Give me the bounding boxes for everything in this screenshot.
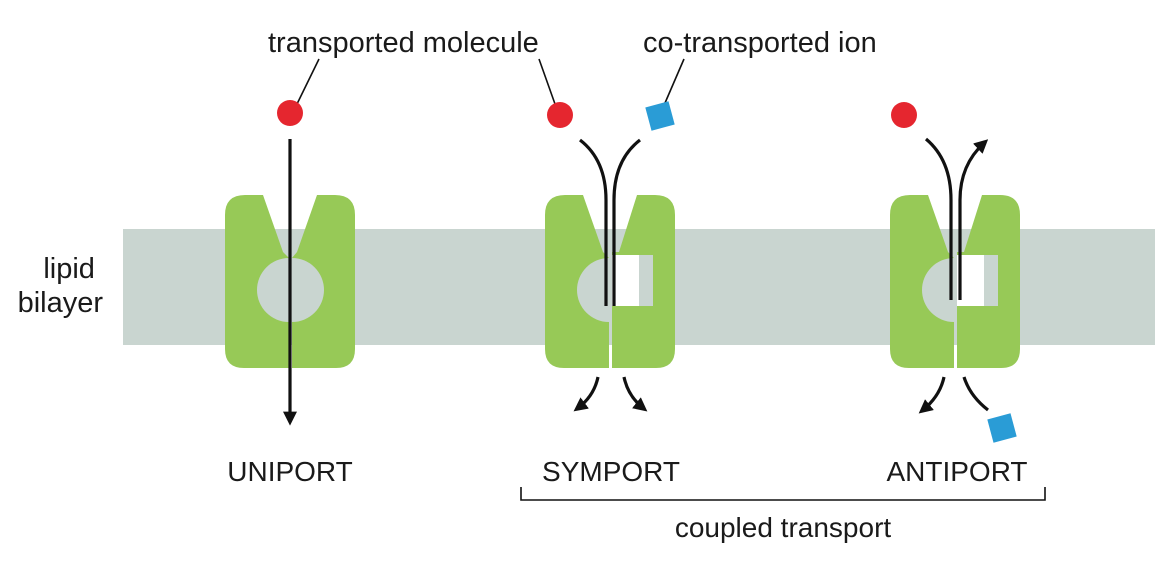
- antiport-co-transported-ion: [987, 413, 1017, 443]
- antiport-ion-exit-path: [958, 139, 989, 300]
- molecule-leader-line-symport: [538, 58, 556, 105]
- symport-ion-binding-pocket: [612, 255, 639, 306]
- antiport-carrier-right-half: [957, 195, 1020, 368]
- symport-carrier-protein: [545, 195, 675, 368]
- transported-molecule-label: transported molecule: [268, 27, 539, 59]
- uniport-label: UNIPORT: [227, 456, 353, 487]
- uniport-carrier-left-half: [225, 195, 289, 368]
- symport-transported-molecule: [547, 102, 573, 128]
- symport-ion-path: [612, 138, 641, 306]
- antiport-carrier-left-half: [890, 195, 954, 368]
- ion-leader-line: [664, 58, 685, 104]
- antiport-transported-molecule: [891, 102, 917, 128]
- uniport-transported-molecule: [277, 100, 303, 126]
- antiport-label: ANTIPORT: [886, 456, 1027, 487]
- coupled-transport-bracket: [520, 487, 1046, 501]
- symport-molecule-path: [579, 138, 608, 306]
- molecule-leader-line-uniport: [296, 58, 320, 105]
- lipid-bilayer-label: lipid bilayer: [18, 253, 104, 319]
- uniport-carrier-protein: [225, 195, 355, 368]
- symport-carrier-right-half: [612, 195, 675, 368]
- symport-exit-arrow-left: [573, 376, 600, 412]
- symport-co-transported-ion: [645, 101, 675, 131]
- coupled-transport-label: coupled transport: [675, 512, 892, 543]
- co-transported-ion-label: co-transported ion: [643, 27, 877, 59]
- symport-label: SYMPORT: [542, 456, 680, 487]
- symport-carrier-left-half: [545, 195, 609, 368]
- antiport-molecule-exit-arrow: [918, 376, 946, 414]
- symport-exit-arrow-right: [622, 376, 648, 412]
- antiport-ion-entry-path: [962, 376, 989, 412]
- uniport-carrier-right-half: [292, 195, 355, 368]
- antiport-carrier-protein: [890, 195, 1020, 368]
- antiport-molecule-path: [924, 137, 953, 300]
